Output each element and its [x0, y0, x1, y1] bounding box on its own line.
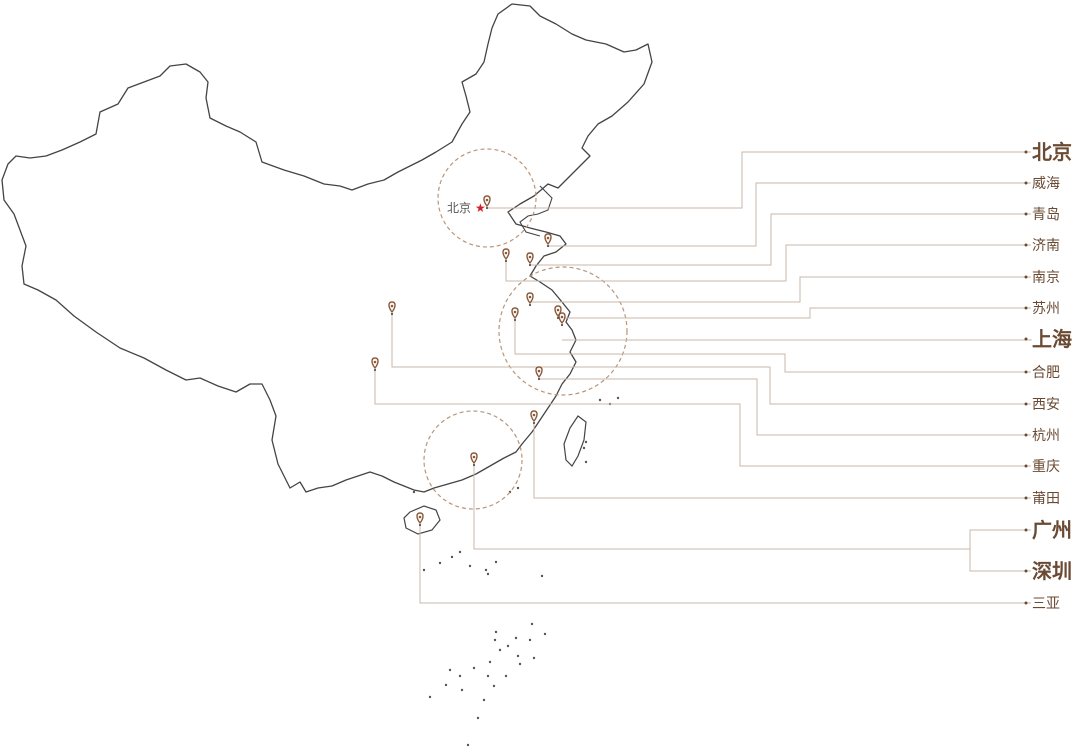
- map-pin-icon-chongqing[interactable]: [371, 357, 379, 372]
- label-dot-suzhou: [1024, 306, 1028, 310]
- connector-beijing: [487, 151, 1031, 209]
- city-label-guangzhou[interactable]: 广州: [1032, 518, 1072, 542]
- connector-chongqing: [374, 370, 1031, 467]
- connector-putian: [533, 423, 1031, 499]
- connector-shanghai: [562, 339, 1032, 341]
- city-label-qingdao[interactable]: 青岛: [1032, 207, 1060, 223]
- city-label-nanjing[interactable]: 南京: [1032, 270, 1060, 286]
- map-pin-icon-beijing[interactable]: [483, 195, 491, 210]
- connector-suzhou: [558, 307, 1031, 319]
- map-pin-icon-hangzhou[interactable]: [535, 366, 543, 381]
- label-dot-xian: [1024, 402, 1028, 406]
- connector-hefei: [514, 320, 1031, 373]
- label-dot-sanya: [1024, 601, 1028, 605]
- map-pin-icon-sanya[interactable]: [416, 512, 424, 527]
- label-dot-beijing: [1024, 150, 1028, 154]
- connector-guangzhou: [473, 465, 1031, 550]
- connector-weihai: [548, 182, 1031, 247]
- city-pins: [371, 195, 566, 527]
- label-dot-hefei: [1024, 370, 1028, 374]
- region-circle-north: [437, 148, 537, 248]
- map-pin-icon-xian[interactable]: [388, 301, 396, 316]
- connector-nanjing: [530, 276, 1031, 303]
- city-label-suzhou[interactable]: 苏州: [1032, 301, 1060, 317]
- label-dot-chongqing: [1024, 464, 1028, 468]
- city-label-sanya[interactable]: 三亚: [1032, 596, 1060, 612]
- region-circles: [423, 148, 628, 510]
- connector-hangzhou: [539, 378, 1031, 436]
- map-pin-icon-hefei[interactable]: [511, 307, 519, 322]
- connector-sanya: [419, 525, 1031, 604]
- capital-label: 北京: [447, 201, 471, 215]
- connector-shenzhen: [969, 549, 1031, 572]
- label-dot-shanghai: [1024, 337, 1028, 341]
- connector-qingdao: [530, 213, 1031, 266]
- label-dot-shenzhen: [1024, 569, 1028, 573]
- city-label-weihai[interactable]: 威海: [1032, 176, 1060, 192]
- city-label-jinan[interactable]: 济南: [1032, 238, 1060, 254]
- label-dot-jinan: [1024, 243, 1028, 247]
- city-label-hefei[interactable]: 合肥: [1032, 365, 1060, 381]
- city-label-xian[interactable]: 西安: [1032, 397, 1060, 413]
- capital-star-icon: ★: [475, 201, 486, 215]
- label-dot-putian: [1024, 496, 1028, 500]
- connector-lines: [374, 151, 1032, 604]
- map-pin-icon-nanjing[interactable]: [526, 292, 534, 307]
- label-dot-guangzhou: [1024, 528, 1028, 532]
- city-label-hangzhou[interactable]: 杭州: [1032, 428, 1060, 444]
- map-pin-icon-weihai[interactable]: [544, 233, 552, 248]
- label-dot-weihai: [1024, 181, 1028, 185]
- map-pin-icon-jinan[interactable]: [502, 248, 510, 263]
- label-dot-nanjing: [1024, 275, 1028, 279]
- map-pin-icon-shanghai[interactable]: [558, 312, 566, 327]
- map-pin-icon-putian[interactable]: [530, 410, 538, 425]
- connector-jinan: [505, 244, 1031, 282]
- label-dot-hangzhou: [1024, 433, 1028, 437]
- city-label-shenzhen[interactable]: 深圳: [1032, 559, 1072, 583]
- map-pin-icon-guangzhou[interactable]: [470, 452, 478, 467]
- region-circle-south: [423, 410, 523, 510]
- city-label-beijing[interactable]: 北京: [1032, 140, 1072, 164]
- map-pin-icon-qingdao[interactable]: [526, 252, 534, 267]
- label-dot-qingdao: [1024, 212, 1028, 216]
- china-mainland-outline: [1, 3, 653, 493]
- city-label-putian[interactable]: 莆田: [1032, 491, 1060, 507]
- south-sea-islands: [412, 396, 620, 747]
- hainan-outline: [403, 505, 441, 535]
- region-circle-east: [498, 266, 628, 396]
- taiwan-outline: [563, 415, 587, 467]
- city-label-chongqing[interactable]: 重庆: [1032, 459, 1060, 475]
- connector-xian: [391, 314, 1031, 405]
- city-label-shanghai[interactable]: 上海: [1032, 327, 1072, 351]
